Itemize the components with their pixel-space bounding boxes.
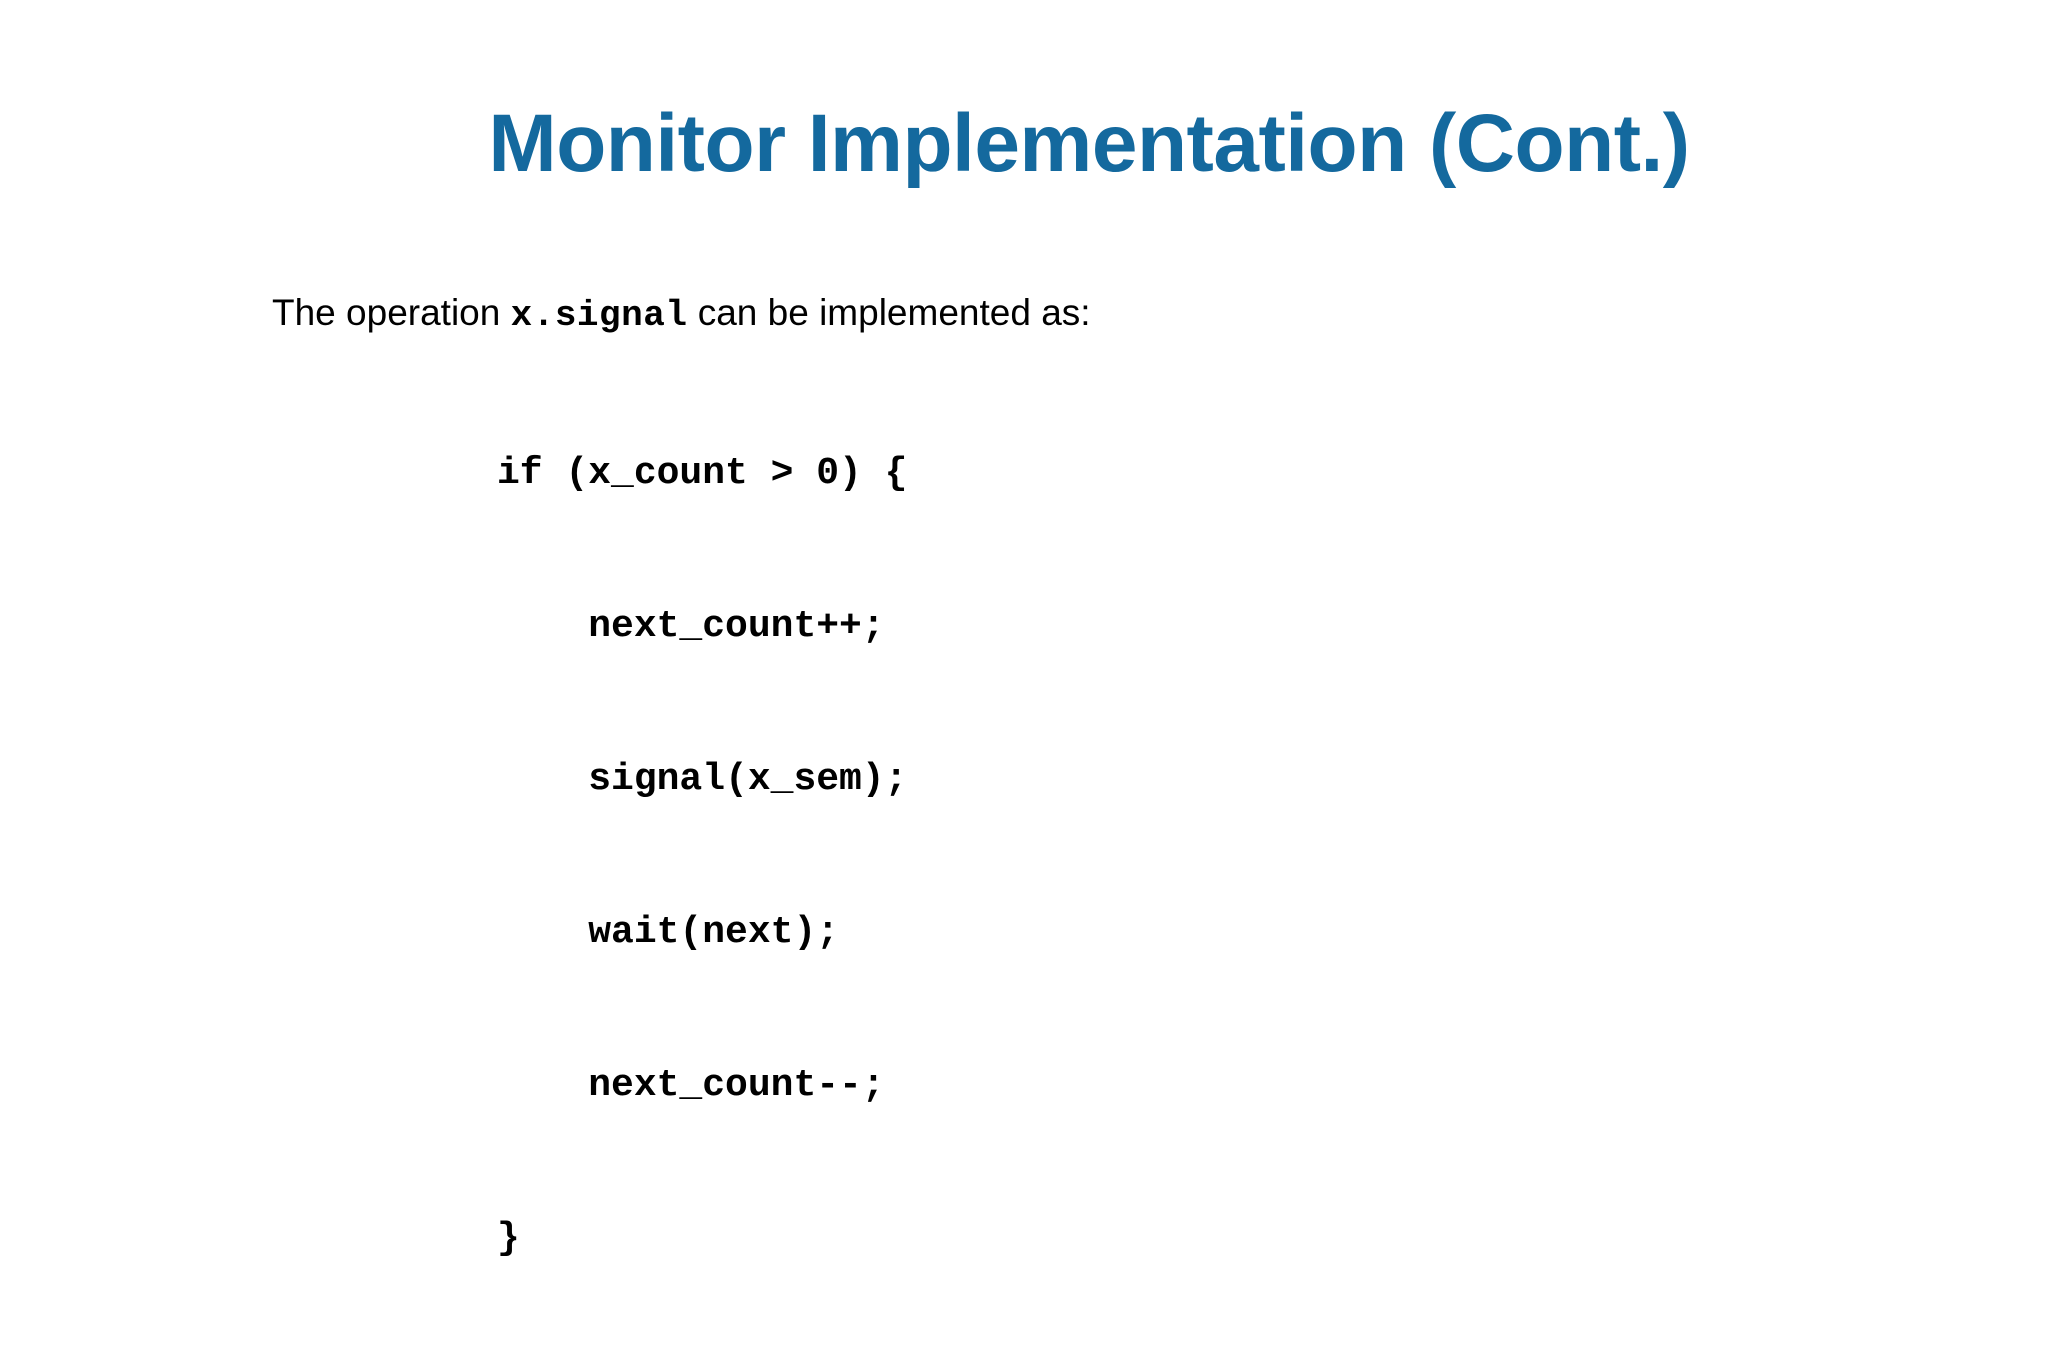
code-block: if (x_count > 0) { next_count++; signal(… <box>497 346 907 1365</box>
code-line: next_count--; <box>497 1064 885 1107</box>
code-line: } <box>497 1217 520 1260</box>
inline-code-x-signal: x.signal <box>510 295 688 336</box>
body-text-before: The operation <box>272 292 511 333</box>
page-title: Monitor Implementation (Cont.) <box>488 97 1690 189</box>
body-text-after: can be implemented as: <box>687 292 1091 333</box>
code-line: signal(x_sem); <box>497 758 908 801</box>
code-line: if (x_count > 0) { <box>497 452 908 495</box>
body-paragraph: The operation x.signal can be implemente… <box>272 292 1091 336</box>
code-line: next_count++; <box>497 605 885 648</box>
code-line: wait(next); <box>497 911 840 954</box>
